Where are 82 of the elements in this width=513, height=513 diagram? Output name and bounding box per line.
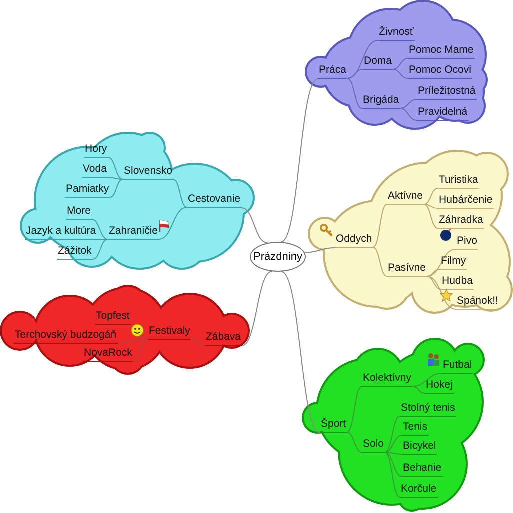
topic-label: More xyxy=(66,205,92,220)
topic-label: Voda xyxy=(82,163,108,178)
connector-line xyxy=(392,69,408,79)
topic-label: Pomoc Ocovi xyxy=(408,64,472,79)
topic-label: NovaRock xyxy=(83,347,134,362)
central-topic: Prázdniny xyxy=(250,242,306,272)
topic-label: Brigáda xyxy=(362,94,400,109)
topic-label: Topfest xyxy=(95,310,131,325)
topic-label: Doma xyxy=(363,55,394,70)
topic-label: Korčule xyxy=(400,483,438,498)
connector-line xyxy=(346,78,362,109)
connector-line xyxy=(91,219,108,240)
branch-line xyxy=(304,248,336,254)
topic-label: Hubárčenie xyxy=(438,194,494,209)
topic-label: Tenis xyxy=(402,421,429,436)
topic-label: Zábava xyxy=(205,331,242,346)
topic-label: Živnosť xyxy=(378,26,415,41)
topic-label: Bicykel xyxy=(402,440,438,455)
connector-line xyxy=(172,179,188,208)
connector-line xyxy=(426,276,442,290)
topic-label: Pivo xyxy=(456,235,478,250)
topic-label: Turistika xyxy=(438,174,480,189)
topic-label: Behanie xyxy=(402,462,443,477)
topic-label: Pomoc Mame xyxy=(408,44,475,59)
topic-label: Stolný tenis xyxy=(400,402,456,417)
connector-line xyxy=(384,452,402,455)
topic-label: Aktívne xyxy=(387,190,424,205)
topic-label: Hory xyxy=(84,143,108,158)
connector-line xyxy=(384,435,402,453)
topic-label: Spánok!! xyxy=(456,295,500,310)
connector-line xyxy=(158,207,188,240)
connector-line xyxy=(426,269,440,277)
connector-line xyxy=(384,416,400,453)
connector-line xyxy=(412,386,426,394)
connector-line xyxy=(130,324,148,340)
connector-line xyxy=(117,339,148,344)
connector-line xyxy=(400,108,418,121)
topic-label: Zážitok xyxy=(57,245,93,260)
topic-label: Príležitostná xyxy=(417,85,477,100)
topic-label: Hudba xyxy=(441,275,474,290)
connector-line xyxy=(424,188,438,205)
topic-label: Terchovský budzogáň xyxy=(14,329,118,344)
connector-line xyxy=(96,239,108,240)
topic-label: Pravidelná xyxy=(417,106,469,121)
connector-line xyxy=(346,432,362,453)
connector-line xyxy=(424,204,438,209)
connector-line xyxy=(108,157,124,180)
topic-label: Zahraničie xyxy=(108,225,160,240)
connector-line xyxy=(384,452,402,477)
topic-label: Práca xyxy=(318,64,348,79)
branch-line xyxy=(242,271,273,346)
topic-label: Solo xyxy=(362,438,386,453)
connector-line xyxy=(92,239,108,260)
connector-line xyxy=(346,386,362,433)
connector-line xyxy=(372,204,388,248)
topic-label: Slovensko xyxy=(123,165,174,180)
connector-line xyxy=(372,247,388,277)
topic-label: Futbal xyxy=(442,359,474,374)
topic-label: Pamiatky xyxy=(65,183,110,198)
branch-line xyxy=(241,208,268,244)
topic-label: Filmy xyxy=(440,255,468,270)
connector-line xyxy=(384,452,400,498)
connector-line xyxy=(346,69,364,79)
topic-label: Pasívne xyxy=(387,262,427,277)
branch-line xyxy=(281,271,320,434)
connector-line xyxy=(392,58,408,70)
topic-label: Cestovanie xyxy=(187,193,242,208)
connector-line xyxy=(107,177,124,180)
branch-line xyxy=(280,78,318,243)
topic-label: Oddych xyxy=(335,233,374,248)
connector-line xyxy=(400,99,418,109)
connector-line xyxy=(110,179,124,198)
connector-line xyxy=(190,339,206,346)
connector-line xyxy=(412,373,442,387)
connector-line xyxy=(424,204,438,229)
topic-label: Jazyk a kultúra xyxy=(25,225,98,240)
connector-line xyxy=(132,339,148,362)
topic-label: Festivaly xyxy=(148,325,192,340)
topic-label: Kolektívny xyxy=(362,372,412,387)
topic-label: Hokej xyxy=(425,379,454,394)
topic-label: Šport xyxy=(320,418,348,433)
topic-label: Záhradka xyxy=(438,214,484,229)
